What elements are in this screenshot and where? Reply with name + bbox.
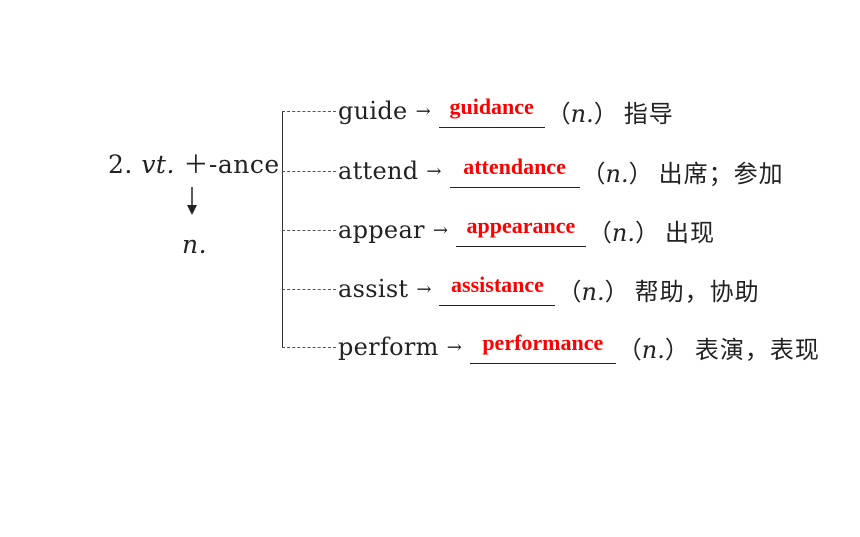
- rule-pos-to: n.: [182, 230, 208, 259]
- chinese-meaning: 指导: [623, 99, 674, 128]
- word-row-guide: guide → guidance （n.） 指导: [282, 91, 674, 131]
- rule-suffix: ＋-ance: [183, 150, 280, 179]
- right-arrow-icon: →: [446, 336, 462, 358]
- word-row-appear: appear → appearance （n.） 出现: [282, 210, 715, 250]
- pos-tag: （n.）: [546, 99, 618, 128]
- word-row-assist: assist → assistance （n.） 帮助，协助: [282, 269, 760, 309]
- base-word: guide: [338, 97, 408, 125]
- dashed-leader: [282, 288, 336, 290]
- answer-blank: appearance: [455, 213, 586, 247]
- answer-word: performance: [482, 330, 604, 355]
- answer-word: guidance: [449, 94, 534, 119]
- pos-tag: （n.）: [557, 277, 629, 306]
- right-arrow-icon: →: [432, 219, 448, 241]
- word-row-attend: attend → attendance （n.） 出席；参加: [282, 151, 784, 191]
- answer-blank: guidance: [438, 94, 545, 128]
- answer-blank: attendance: [449, 154, 580, 188]
- answer-blank: performance: [469, 330, 616, 364]
- base-word: attend: [338, 157, 419, 185]
- dashed-leader: [282, 170, 336, 172]
- base-word: perform: [338, 333, 439, 361]
- chinese-meaning: 出现: [665, 218, 716, 247]
- rule-pos-from: vt.: [141, 150, 175, 179]
- pos-tag: （n.）: [617, 335, 689, 364]
- right-arrow-icon: →: [416, 278, 432, 300]
- answer-blank: assistance: [439, 272, 556, 306]
- chinese-meaning: 出席；参加: [658, 159, 784, 188]
- bracket-line: [282, 111, 283, 347]
- dashed-leader: [282, 110, 336, 112]
- dashed-leader: [282, 346, 336, 348]
- chinese-meaning: 表演，表现: [694, 335, 820, 364]
- right-arrow-icon: →: [415, 100, 431, 122]
- word-row-perform: perform → performance （n.） 表演，表现: [282, 327, 820, 367]
- answer-word: assistance: [451, 272, 544, 297]
- answer-word: appearance: [466, 213, 576, 238]
- chinese-meaning: 帮助，协助: [634, 277, 760, 306]
- pos-tag: （n.）: [587, 218, 660, 247]
- down-arrow-icon: [187, 187, 197, 215]
- rule-number: 2.: [108, 150, 133, 179]
- pos-tag: （n.）: [581, 159, 653, 188]
- base-word: assist: [338, 275, 409, 303]
- right-arrow-icon: →: [426, 160, 442, 182]
- dashed-leader: [282, 229, 336, 231]
- rule-formula: 2. vt. ＋-ance: [108, 145, 280, 181]
- base-word: appear: [338, 216, 425, 244]
- answer-word: attendance: [463, 154, 566, 179]
